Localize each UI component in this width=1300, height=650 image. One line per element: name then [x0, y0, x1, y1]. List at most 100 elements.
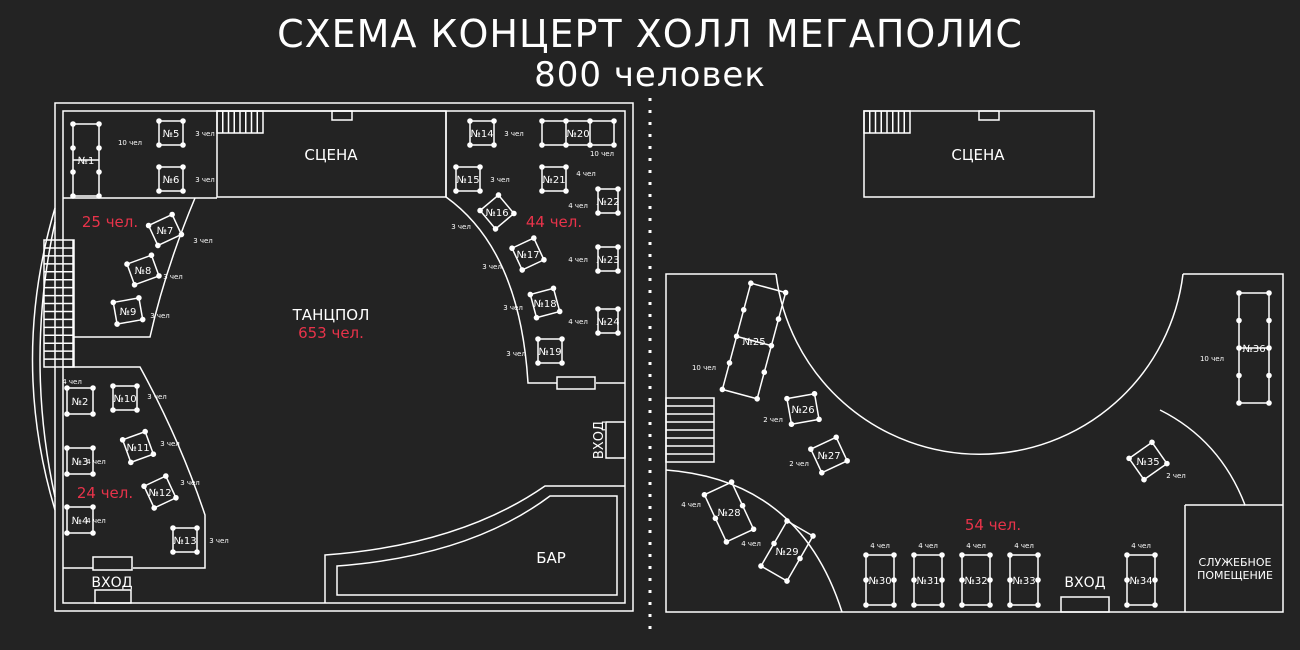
table-shape	[809, 436, 849, 474]
entrance-bottom-label: ВХОД	[91, 575, 132, 591]
table-shape	[121, 430, 155, 464]
table-capacity: 2 чел	[1166, 472, 1186, 480]
zone-bl-border	[63, 366, 206, 569]
table-number: №4	[72, 516, 89, 527]
table-shape	[158, 166, 184, 192]
table-number: №7	[157, 226, 174, 237]
table-2[interactable]: №24 чел	[62, 378, 96, 417]
table-number: №12	[148, 488, 171, 499]
table-number: №14	[470, 129, 493, 140]
table-number: №30	[868, 576, 891, 587]
table-capacity: 4 чел	[870, 542, 890, 550]
table-shape	[112, 297, 144, 325]
door-right-zone	[556, 376, 596, 390]
stage-steps-lines	[222, 111, 258, 133]
table-30[interactable]: №30 4 чел	[863, 542, 897, 608]
table-number: №28	[717, 508, 740, 519]
stage-steps-lines-right	[869, 111, 905, 133]
zone-top-left-count: 25 чел.	[82, 213, 138, 231]
table-number: №15	[456, 175, 479, 186]
center-arc	[775, 273, 1184, 455]
table-capacity: 4 чел	[62, 378, 82, 386]
table-capacity: 3 чел	[209, 537, 229, 545]
table-shape	[537, 338, 563, 364]
table-number: №8	[135, 266, 152, 277]
table-number: №18	[533, 299, 556, 310]
entrance-right-label: ВХОД	[1064, 575, 1105, 591]
table-capacity: 3 чел	[451, 223, 471, 231]
table-number: №6	[163, 175, 180, 186]
table-capacity: 3 чел	[147, 393, 167, 401]
table-number: №20	[566, 129, 589, 140]
table-number: №5	[163, 129, 180, 140]
table-capacity: 3 чел	[503, 304, 523, 312]
table-shape	[147, 213, 183, 247]
table-10[interactable]: №10 3 чел	[110, 383, 167, 413]
table-number: №35	[1136, 457, 1159, 468]
table-number: №11	[126, 443, 149, 454]
table-35[interactable]: №35 2 чел	[1125, 438, 1186, 483]
table-number: №10	[113, 394, 136, 405]
table-number: №36	[1242, 344, 1265, 355]
door-side	[605, 421, 626, 459]
table-number: №16	[485, 208, 508, 219]
table-18[interactable]: №18 3 чел	[503, 285, 563, 321]
table-shape	[786, 392, 820, 426]
table-number: №1	[78, 156, 95, 167]
table-capacity: 3 чел	[506, 350, 526, 358]
table-number: №9	[120, 307, 137, 318]
table-16[interactable]: №16 3 чел	[451, 191, 518, 233]
table-number: №22	[596, 197, 619, 208]
stage-block-right	[978, 110, 1000, 121]
left-stairs-steps	[44, 247, 74, 360]
table-shape	[597, 246, 619, 272]
table-capacity: 3 чел	[150, 312, 170, 320]
table-shape	[455, 166, 481, 192]
right-stairs-steps	[666, 405, 714, 455]
table-shape	[541, 120, 615, 146]
table-capacity: 4 чел	[576, 170, 596, 178]
zone-tl-border	[73, 197, 196, 338]
table-capacity: 2 чел	[763, 416, 783, 424]
table-shape	[511, 237, 545, 271]
stage-label-left: СЦЕНА	[304, 146, 358, 164]
table-number: №25	[742, 337, 765, 348]
stage-label-right: СЦЕНА	[951, 146, 1005, 164]
dancefloor-count: 653 чел.	[298, 324, 364, 342]
left-bulge-inner	[39, 221, 56, 498]
table-shape	[66, 387, 94, 415]
table-number: №3	[72, 457, 89, 468]
table-9[interactable]: №9 3 чел	[110, 295, 170, 328]
table-shape	[66, 447, 94, 475]
table-3[interactable]: №34 чел	[64, 445, 106, 477]
